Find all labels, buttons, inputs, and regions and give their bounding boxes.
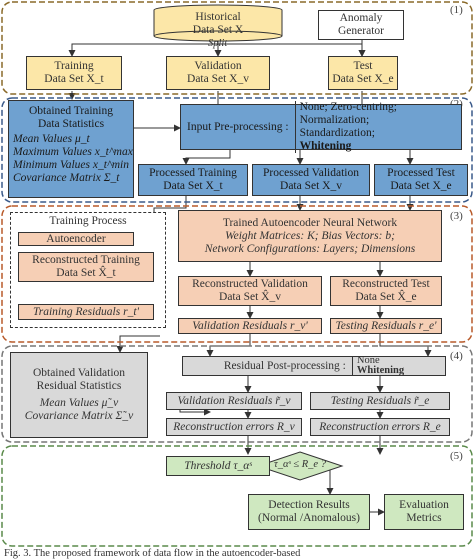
validation-residual-statistics: Obtained Validation Residual Statistics …: [10, 352, 148, 438]
section-1-border: [1, 1, 473, 95]
trained-autoencoder-network: Trained Autoencoder Neural Network Weigh…: [178, 210, 442, 262]
reconstructed-training-data-set: Reconstructed Training Data Set X̂_t: [18, 252, 154, 282]
test-data-set: Test Data Set X_e: [328, 56, 398, 90]
reconstructed-test-data-set: Reconstructed Test Data Set X̂_e: [330, 276, 442, 306]
validation-residuals-postprocessed: Validation Residuals r̃_v: [166, 392, 302, 410]
historical-data-set: Historical Data Set X: [192, 11, 244, 36]
figure-caption: Fig. 3. The proposed framework of data f…: [4, 548, 301, 559]
postprocessing-options: None Whitening: [351, 355, 404, 376]
decision-label: τ_αˢ ≤ R_e ?: [274, 459, 326, 470]
residual-postprocessing: Residual Post-processing : None Whitenin…: [182, 355, 446, 376]
anomaly-generator: Anomaly Generator: [318, 10, 404, 40]
testing-residuals: Testing Residuals r_e': [330, 318, 442, 334]
split-label: Split: [208, 38, 228, 49]
testing-residuals-postprocessed: Testing Residuals r̃_e: [310, 392, 450, 410]
section-5-border: [1, 445, 473, 547]
training-data-statistics: Obtained Training Data Statistics Mean V…: [8, 100, 134, 198]
reconstruction-errors-test: Reconstruction errors R_e: [310, 418, 450, 436]
preprocessing-options: None; Zero-centring; Normalization; Stan…: [294, 101, 397, 153]
autoencoder-box: Autoencoder: [18, 232, 134, 246]
validation-data-set: Validation Data Set X_v: [166, 56, 270, 90]
section-number-1: (1): [450, 4, 463, 16]
evaluation-metrics: Evaluation Metrics: [384, 494, 464, 530]
threshold-box: Threshold τ_αˢ: [166, 456, 270, 476]
section-number-3: (3): [450, 210, 463, 222]
section-4-border: [1, 345, 473, 443]
reconstructed-validation-data-set: Reconstructed Validation Data Set X̂_v: [178, 276, 322, 306]
training-residuals: Training Residuals r_t': [18, 304, 154, 320]
section-3-border: [1, 205, 473, 343]
processed-test-data-set: Processed Test Data Set X_e: [374, 164, 468, 196]
section-2-border: [1, 97, 473, 203]
processed-training-data-set: Processed Training Data Set X_t: [138, 164, 248, 196]
processed-validation-data-set: Processed Validation Data Set X_v: [252, 164, 370, 196]
training-data-set: Training Data Set X_t: [26, 56, 122, 90]
reconstruction-errors-validation: Reconstruction errors R_v: [166, 418, 302, 436]
section-number-5: (5): [450, 450, 463, 462]
detection-results: Detection Results (Normal /Anomalous): [248, 494, 370, 530]
section-number-4: (4): [450, 350, 463, 362]
input-preprocessing: Input Pre-processing : None; Zero-centri…: [180, 101, 462, 153]
decision-diamond: [256, 451, 344, 481]
validation-residuals: Validation Residuals r_v': [178, 318, 322, 334]
